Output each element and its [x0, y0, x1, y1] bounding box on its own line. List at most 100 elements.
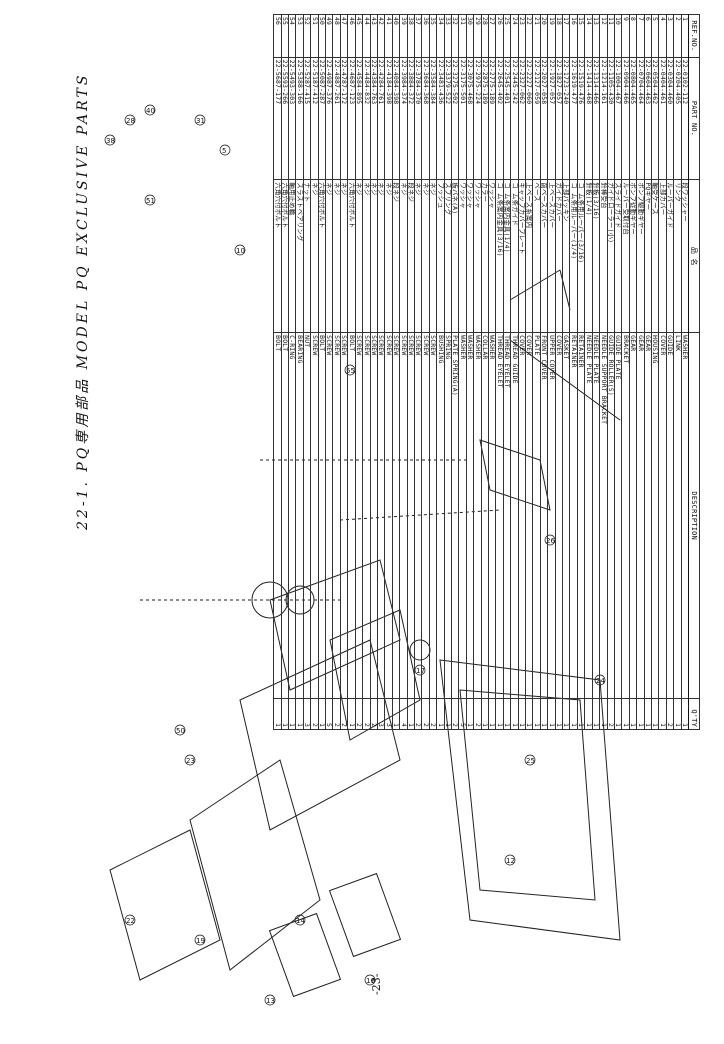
ref-cell: 1 — [681, 14, 689, 58]
plate-shape — [269, 559, 401, 691]
description-cell: WASHER — [466, 332, 474, 699]
part-no-cell: 22-3984-374 — [399, 57, 408, 180]
svg-text:17: 17 — [416, 667, 425, 675]
part-no-cell: 22-2445-242 — [510, 57, 519, 180]
col-qty-header: Q'TY — [688, 698, 700, 730]
name-cell: ポンプ従動ギヤー — [629, 179, 637, 333]
svg-text:28: 28 — [126, 117, 135, 125]
ref-cell: 29 — [473, 14, 482, 58]
name-cell: 上部パッキン — [562, 179, 570, 333]
name-cell: ネジ — [370, 179, 378, 333]
name-cell: キャップカバープレート — [518, 179, 526, 333]
qty-cell: 2 — [310, 698, 319, 730]
ref-cell: 36 — [421, 14, 430, 58]
part-no-cell: 22-1314-466 — [592, 57, 600, 180]
part-no-cell: 22-2327-062 — [518, 57, 526, 180]
qty-cell: 2 — [421, 698, 430, 730]
qty-cell: 1 — [547, 698, 556, 730]
part-no-cell: 22-2027-058 — [540, 57, 548, 180]
ref-cell: 19 — [547, 14, 556, 58]
name-cell: コ ム条用ルーパー(1/4) — [570, 179, 578, 333]
part-no-cell: 22-4987-376 — [325, 57, 333, 180]
description-cell: COVER — [555, 332, 563, 699]
svg-text:14: 14 — [296, 917, 305, 925]
qty-cell: 1 — [525, 698, 533, 730]
description-cell: SCREW — [370, 332, 378, 699]
part-no-cell: 22-0404-461 — [658, 57, 667, 180]
name-cell: 六角穴付ボルト — [281, 179, 289, 333]
name-cell: ネジ — [310, 179, 319, 333]
part-no-cell: 22-2645-402 — [495, 57, 504, 180]
description-cell: THREAD GUIDE — [510, 332, 519, 699]
qty-cell: 2 — [473, 698, 482, 730]
part-no-cell: 22-1105-430 — [607, 57, 615, 180]
guide-shape — [509, 339, 621, 421]
ref-cell: 14 — [584, 14, 593, 58]
description-cell: COVER — [525, 332, 533, 699]
description-cell: GEAR — [629, 332, 637, 699]
svg-text:13: 13 — [266, 997, 275, 1005]
gear-small-shape — [409, 639, 431, 661]
part-no-cell: 22-1214-161 — [599, 57, 608, 180]
name-cell: 前ベースカバー — [540, 179, 548, 333]
qty-cell: 1 — [614, 698, 622, 730]
description-cell: SCREW — [421, 332, 430, 699]
name-cell: ネジ — [362, 179, 371, 333]
part-no-cell: 22-1004-467 — [614, 57, 622, 180]
qty-cell: 1 — [592, 698, 600, 730]
ref-cell: 13 — [592, 14, 600, 58]
part-no-cell: 22-2875-189 — [481, 57, 489, 180]
name-cell: ネジ — [384, 179, 393, 333]
svg-text:16: 16 — [366, 977, 375, 985]
ref-cell: 24 — [510, 14, 519, 58]
needle-plate-13 — [268, 912, 342, 998]
qty-cell: 1 — [273, 698, 282, 730]
part-no-cell: 22-4484-832 — [362, 57, 371, 180]
part-no-cell: 22-2127-059 — [532, 57, 541, 180]
part-no-cell: 22-5388-166 — [295, 57, 304, 180]
part-no-cell: 22-5187-412 — [310, 57, 319, 180]
col-name-header: 品 名 — [688, 179, 700, 333]
ref-cell: 17 — [562, 14, 570, 58]
description-cell: COVER — [518, 332, 526, 699]
description-cell: SCREW — [392, 332, 400, 699]
qty-cell: 1 — [347, 698, 356, 730]
name-cell: ワッシャ — [458, 179, 467, 333]
description-cell: SPRING — [444, 332, 452, 699]
ref-cell: 45 — [355, 14, 363, 58]
name-cell: カラー — [481, 179, 489, 333]
qty-cell: 1 — [288, 698, 296, 730]
ref-cell: 7 — [636, 14, 645, 58]
part-no-cell: 22-0704-464 — [636, 57, 645, 180]
part-no-cell: 22-2975-224 — [473, 57, 482, 180]
part-no-cell: 22-1414-468 — [584, 57, 593, 180]
qty-cell: 1 — [503, 698, 511, 730]
description-cell: THREAD EYELET — [495, 332, 504, 699]
qty-cell: 2 — [362, 698, 371, 730]
part-no-cell: 22-1827-057 — [555, 57, 563, 180]
qty-cell: 1 — [318, 698, 326, 730]
name-cell: ブッシュ — [436, 179, 445, 333]
qty-cell: 1 — [562, 698, 570, 730]
svg-text:40: 40 — [146, 107, 155, 115]
qty-cell: 1 — [584, 698, 593, 730]
description-cell: SCREW — [384, 332, 393, 699]
ref-cell: 22 — [525, 14, 533, 58]
